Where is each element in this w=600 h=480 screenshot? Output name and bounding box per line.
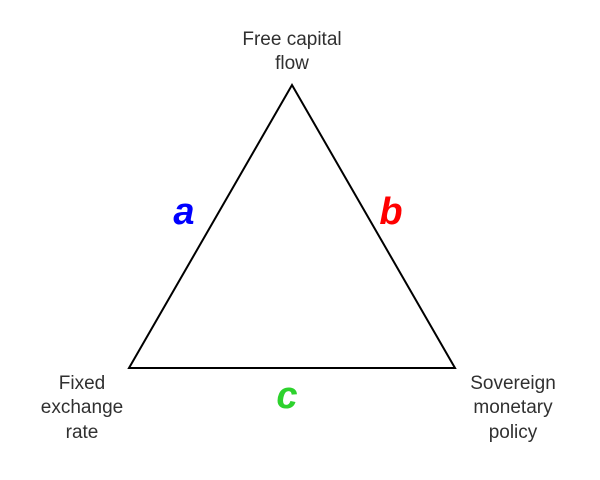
vertex-label-sovereign-monetary-policy: Sovereign monetary policy [470, 373, 556, 443]
edge-label-a: a [173, 191, 195, 233]
triangle-shape [127, 82, 457, 369]
vertex-label-free-capital-flow: Free capital flow [242, 29, 342, 75]
edge-label-b: b [379, 191, 403, 233]
vertex-label-fixed-exchange-rate: Fixed exchange rate [40, 373, 124, 443]
edge-label-c: c [276, 375, 298, 417]
